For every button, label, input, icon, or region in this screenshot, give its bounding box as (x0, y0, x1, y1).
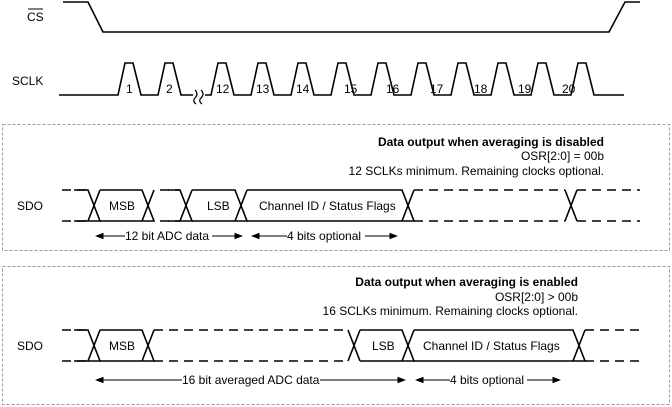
svg-text:17: 17 (430, 82, 444, 96)
sdo-label-enabled: SDO (17, 339, 43, 353)
svg-text:19: 19 (518, 82, 532, 96)
sdo-waveform-disabled (62, 189, 640, 222)
panel-disabled-title: Data output when averaging is disabled (378, 135, 604, 149)
lsb-label-enabled: LSB (372, 339, 395, 353)
panel-averaging-disabled (2, 124, 670, 251)
msb-label-enabled: MSB (109, 339, 135, 353)
svg-text:14: 14 (296, 82, 310, 96)
lsb-label-disabled: LSB (207, 199, 230, 213)
svg-text:2: 2 (166, 82, 173, 96)
panel-enabled-note: 16 SCLKs minimum. Remaining clocks optio… (323, 304, 578, 318)
break-mark-icon (193, 89, 204, 105)
flags-label-disabled: Channel ID / Status Flags (259, 199, 396, 213)
svg-text:18: 18 (474, 82, 488, 96)
sclk-waveform (59, 62, 624, 96)
svg-text:20: 20 (562, 82, 576, 96)
msb-label-disabled: MSB (109, 199, 135, 213)
span-data-disabled: 12 bit ADC data (125, 229, 209, 243)
panel-enabled-title: Data output when averaging is enabled (355, 275, 578, 289)
sclk-label: SCLK (12, 74, 43, 88)
svg-text:12: 12 (216, 82, 230, 96)
panel-disabled-note: 12 SCLKs minimum. Remaining clocks optio… (349, 164, 604, 178)
span-optional-disabled: 4 bits optional (287, 229, 361, 243)
cs-waveform (63, 1, 640, 33)
svg-text:13: 13 (256, 82, 270, 96)
sdo-label-disabled: SDO (17, 199, 43, 213)
cs-label: CS (27, 10, 44, 24)
panel-averaging-enabled (2, 266, 670, 405)
svg-text:15: 15 (344, 82, 358, 96)
sdo-waveform-enabled (62, 329, 640, 362)
clock-numbers: 1 2 12 13 14 15 16 17 18 19 20 (126, 82, 576, 96)
panel-disabled-osr: OSR[2:0] = 00b (521, 149, 604, 163)
svg-text:1: 1 (126, 82, 133, 96)
svg-text:16: 16 (386, 82, 400, 96)
flags-label-enabled: Channel ID / Status Flags (423, 339, 560, 353)
span-optional-enabled: 4 bits optional (450, 373, 524, 387)
span-data-enabled: 16 bit averaged ADC data (182, 373, 320, 387)
panel-enabled-osr: OSR[2:0] > 00b (495, 290, 578, 304)
